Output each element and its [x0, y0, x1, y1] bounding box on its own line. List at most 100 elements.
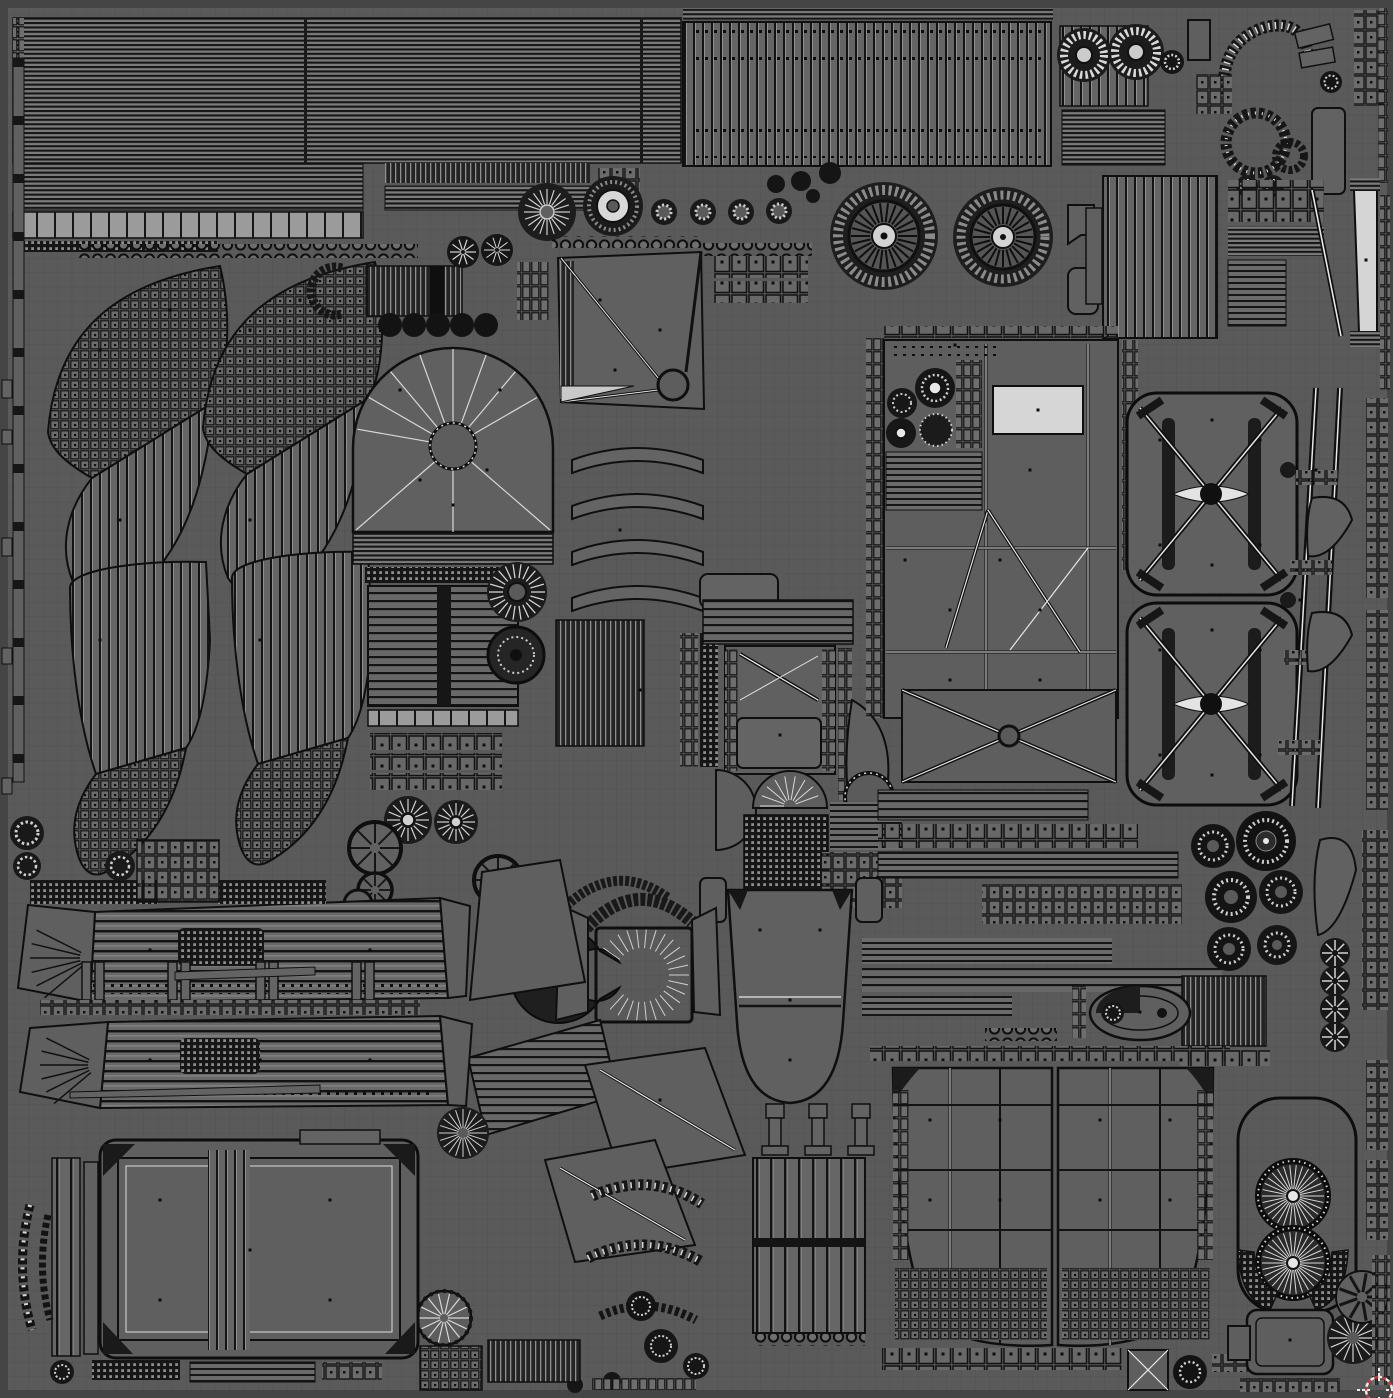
- uv-island[interactable]: [1105, 1005, 1121, 1021]
- uv-island[interactable]: [1187, 19, 1211, 61]
- uv-island[interactable]: [322, 1362, 382, 1380]
- uv-island[interactable]: [560, 257, 660, 380]
- chain-row[interactable]: [78, 244, 418, 258]
- uv-island[interactable]: [1178, 1360, 1202, 1384]
- uv-island[interactable]: [1186, 1068, 1213, 1105]
- uv-island[interactable]: [419, 1345, 483, 1391]
- uv-island[interactable]: [51, 1157, 81, 1357]
- uv-island[interactable]: [656, 368, 690, 402]
- uv-island[interactable]: [1366, 1160, 1388, 1240]
- uv-island[interactable]: [997, 724, 1021, 748]
- uv-island[interactable]: [655, 203, 673, 221]
- uv-island[interactable]: [370, 753, 502, 770]
- uv-island[interactable]: [69, 1084, 321, 1099]
- uv-island[interactable]: [524, 189, 570, 235]
- uv-island[interactable]: [1255, 1317, 1325, 1367]
- uv-island[interactable]: [1102, 175, 1218, 339]
- uv-island[interactable]: [887, 388, 917, 418]
- uv-island[interactable]: [919, 413, 953, 447]
- uv-island[interactable]: [1135, 606, 1165, 630]
- uv-island[interactable]: [559, 1167, 686, 1241]
- uv-island[interactable]: [690, 126, 1044, 134]
- uv-island[interactable]: [770, 202, 788, 220]
- uv-island[interactable]: [268, 961, 279, 1001]
- uv-island[interactable]: [560, 385, 635, 403]
- uv-island[interactable]: [1240, 1378, 1340, 1392]
- uv-island[interactable]: [1111, 27, 1161, 77]
- uv-island[interactable]: [833, 185, 935, 287]
- uv-island[interactable]: [366, 265, 463, 317]
- uv-island[interactable]: [739, 655, 819, 701]
- uv-island[interactable]: [714, 281, 808, 303]
- uv-island[interactable]: [928, 381, 942, 395]
- uv-island[interactable]: [1366, 610, 1388, 810]
- uv-island[interactable]: [1200, 693, 1222, 715]
- uv-island[interactable]: [1272, 940, 1282, 950]
- uv-island[interactable]: [450, 816, 462, 828]
- uv-island[interactable]: [304, 18, 307, 163]
- uv-island[interactable]: [1163, 53, 1181, 71]
- uv-island[interactable]: [1197, 1090, 1213, 1260]
- uv-island[interactable]: [109, 855, 131, 877]
- uv-island[interactable]: [1290, 560, 1332, 575]
- uv-island[interactable]: [1223, 943, 1235, 955]
- uv-island[interactable]: [16, 855, 38, 877]
- uv-island[interactable]: [920, 414, 952, 446]
- uv-island[interactable]: [700, 633, 718, 767]
- uv-island[interactable]: [683, 1353, 709, 1379]
- uv-island[interactable]: [1322, 940, 1348, 966]
- uv-island[interactable]: [884, 326, 1118, 338]
- uv-island[interactable]: [1366, 1060, 1388, 1150]
- uv-island[interactable]: [973, 207, 1033, 267]
- uv-island[interactable]: [882, 1348, 1122, 1370]
- pedal-uv[interactable]: [851, 1103, 871, 1119]
- uv-island[interactable]: [1060, 31, 1108, 79]
- uv-island[interactable]: [1272, 138, 1308, 174]
- uv-island[interactable]: [1227, 1325, 1251, 1361]
- uv-island[interactable]: [1237, 1249, 1280, 1311]
- slat-panel[interactable]: [682, 21, 1052, 167]
- uv-island[interactable]: [945, 509, 989, 649]
- uv-island[interactable]: [401, 813, 415, 827]
- uv-island[interactable]: [1, 537, 13, 557]
- uv-island[interactable]: [768, 1117, 782, 1147]
- uv-island[interactable]: [1263, 931, 1291, 959]
- uv-island[interactable]: [1, 777, 13, 795]
- uv-island[interactable]: [819, 162, 841, 184]
- uv-island[interactable]: [40, 1037, 92, 1105]
- uv-island[interactable]: [1347, 1332, 1359, 1344]
- uv-island[interactable]: [1135, 568, 1165, 592]
- uv-island[interactable]: [429, 422, 477, 470]
- uv-island[interactable]: [804, 1145, 832, 1156]
- uv-island[interactable]: [1135, 396, 1165, 420]
- uv-island[interactable]: [497, 636, 535, 674]
- uv-island[interactable]: [1257, 1160, 1329, 1232]
- uv-island[interactable]: [92, 1360, 180, 1380]
- uv-island[interactable]: [50, 1360, 74, 1384]
- uv-island[interactable]: [985, 1028, 1057, 1041]
- uv-island[interactable]: [791, 171, 811, 191]
- uv-island[interactable]: [180, 961, 191, 1001]
- uv-island[interactable]: [81, 961, 92, 1001]
- uv-island[interactable]: [892, 393, 912, 413]
- uv-island[interactable]: [982, 884, 1182, 924]
- arc-strip[interactable]: [571, 539, 704, 567]
- uv-island[interactable]: [14, 820, 40, 846]
- uv-island[interactable]: [736, 717, 822, 769]
- uv-island[interactable]: [1259, 778, 1289, 802]
- uv-island[interactable]: [1286, 1256, 1300, 1270]
- uv-island[interactable]: [351, 961, 362, 1001]
- uv-island[interactable]: [103, 1322, 133, 1354]
- uv-island[interactable]: [1000, 234, 1006, 240]
- uv-island[interactable]: [419, 1293, 469, 1343]
- stripe-block[interactable]: [12, 163, 364, 211]
- uv-island[interactable]: [178, 928, 264, 966]
- uv-island[interactable]: [753, 1238, 865, 1247]
- uv-island[interactable]: [437, 803, 475, 841]
- uv-island[interactable]: [1228, 180, 1324, 222]
- uv-island[interactable]: [862, 996, 1012, 1016]
- uv-island[interactable]: [103, 1144, 135, 1176]
- uv-island[interactable]: [1160, 50, 1184, 74]
- uv-island[interactable]: [30, 929, 84, 999]
- uv-island[interactable]: [555, 619, 645, 747]
